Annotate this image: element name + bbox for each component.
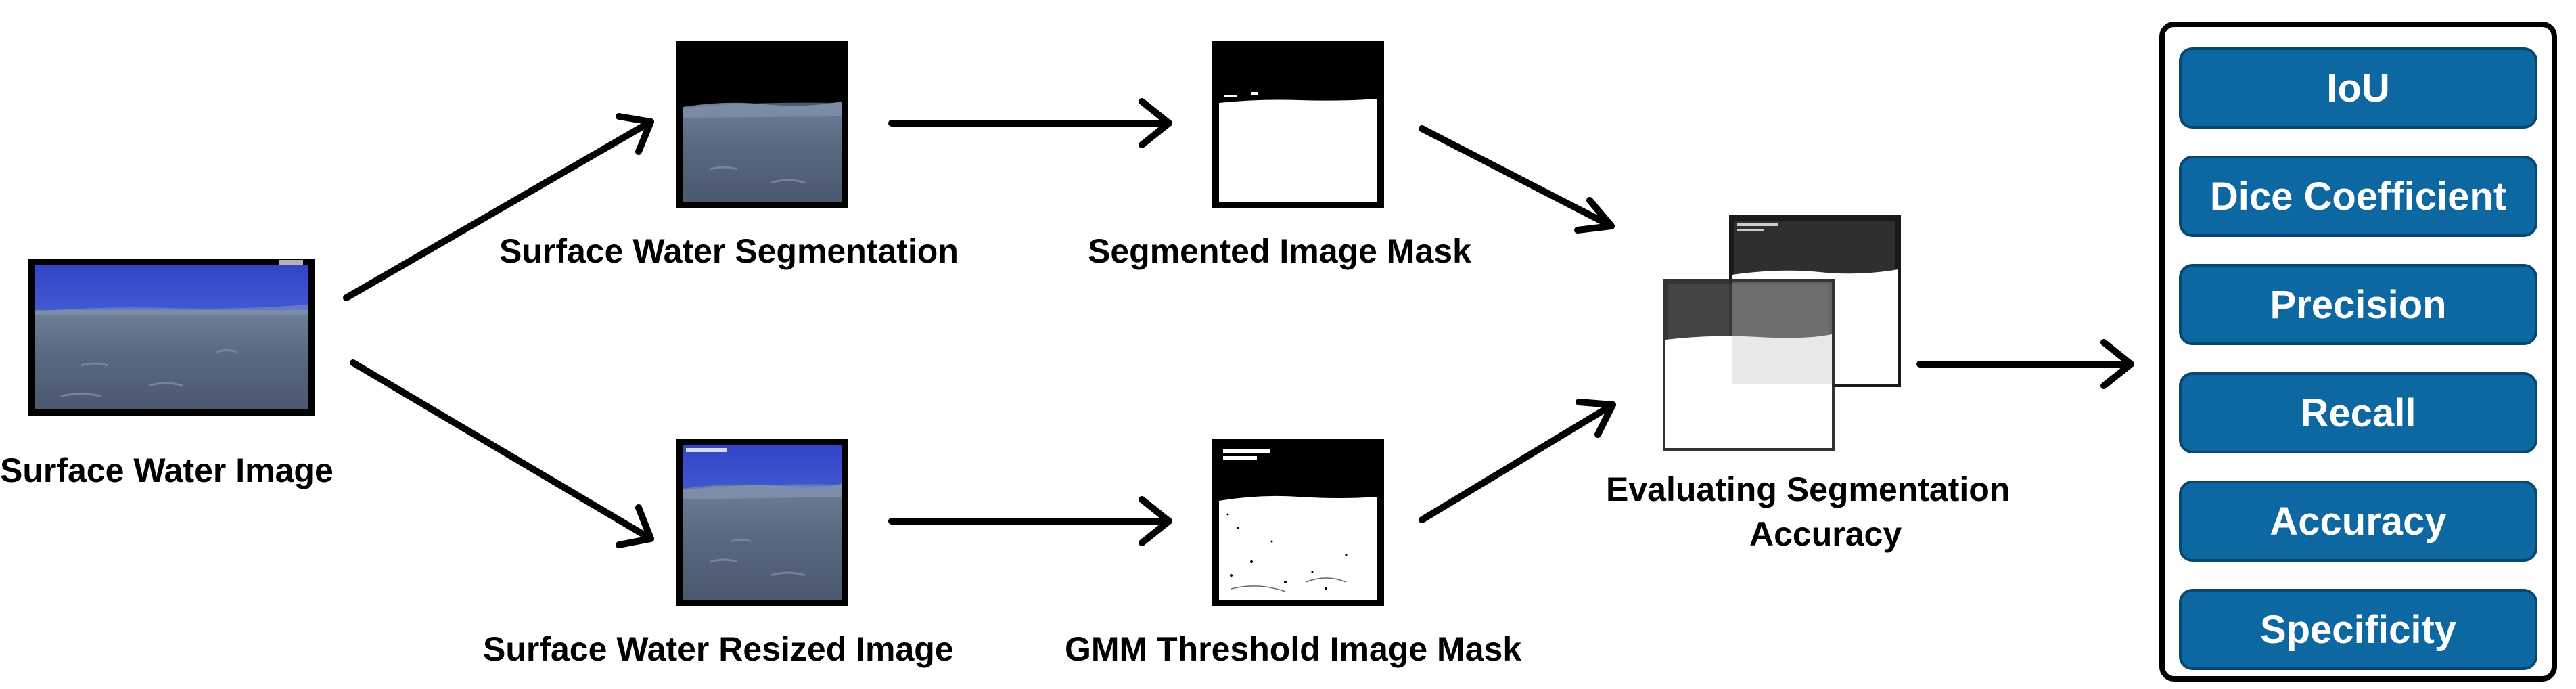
surface-water-segmentation-image	[676, 41, 848, 208]
evaluation-overlay-masks	[1663, 215, 1901, 451]
metric-precision: Precision	[2179, 264, 2537, 345]
label-surface-water-resized-image: Surface Water Resized Image	[483, 630, 954, 668]
surface-water-image	[28, 259, 315, 416]
segmented-image-mask	[1212, 41, 1384, 208]
surface-water-resized-image	[676, 439, 848, 606]
label-surface-water-segmentation: Surface Water Segmentation	[499, 232, 959, 270]
arrow-gmm-to-evaluation	[1419, 399, 1616, 523]
metric-accuracy: Accuracy	[2179, 481, 2537, 562]
arrow-resized-to-gmm-mask	[888, 496, 1172, 546]
label-accuracy: Accuracy	[1749, 515, 1902, 553]
metrics-panel: IoU Dice Coefficient Precision Recall Ac…	[2159, 22, 2557, 682]
metric-iou: IoU	[2179, 47, 2537, 129]
metric-recall: Recall	[2179, 372, 2537, 453]
gmm-threshold-image-mask	[1212, 439, 1384, 606]
metric-specificity: Specificity	[2179, 589, 2537, 670]
arrow-mask-to-evaluation	[1419, 125, 1615, 234]
arrow-input-to-resized	[350, 359, 654, 548]
arrow-input-to-segmentation	[343, 113, 654, 301]
label-segmented-image-mask: Segmented Image Mask	[1088, 232, 1471, 270]
arrow-segmentation-to-mask	[888, 98, 1172, 148]
label-gmm-threshold-image-mask: GMM Threshold Image Mask	[1065, 630, 1522, 668]
label-evaluating-segmentation: Evaluating Segmentation	[1606, 470, 2010, 508]
arrows	[343, 98, 2134, 548]
label-surface-water-image: Surface Water Image	[0, 451, 334, 489]
arrow-evaluation-to-metrics	[1916, 339, 2134, 389]
metric-dice-coefficient: Dice Coefficient	[2179, 156, 2537, 237]
